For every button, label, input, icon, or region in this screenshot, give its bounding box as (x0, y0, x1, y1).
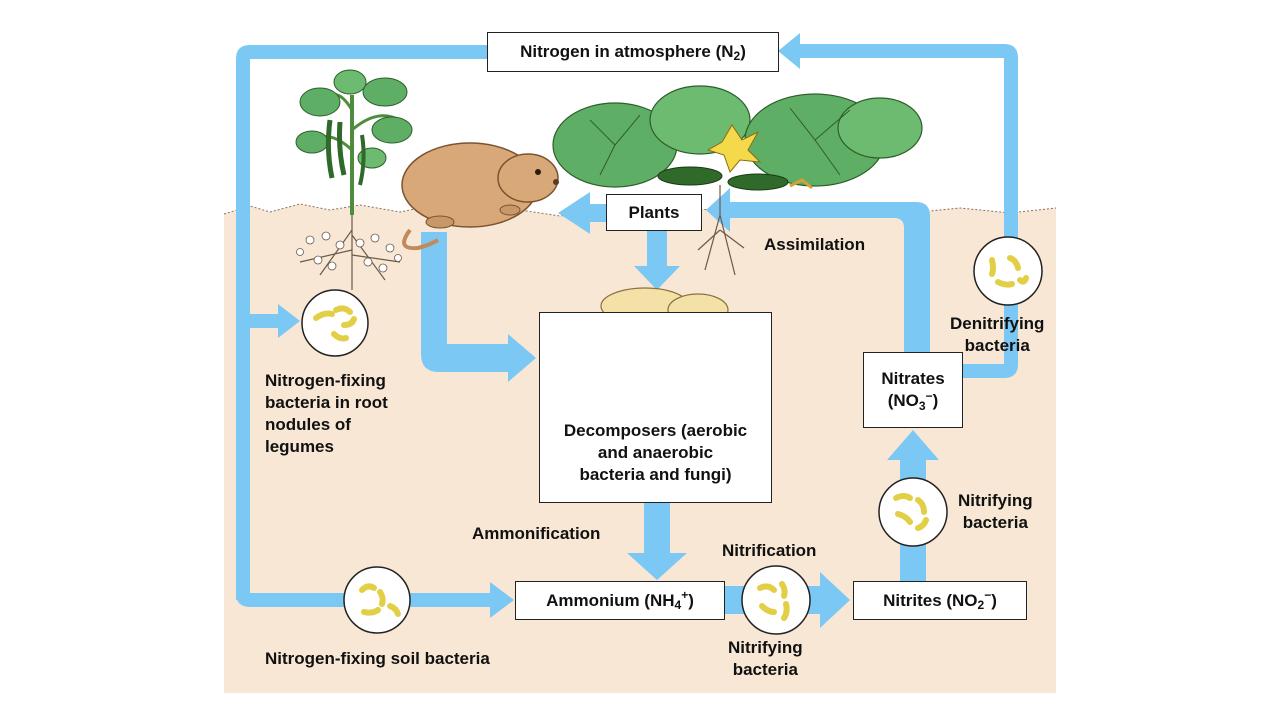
nitrites-sub: 2 (977, 597, 985, 612)
gopher-illustration (401, 142, 559, 251)
bacteria-circle-nitrifying-right (878, 477, 948, 547)
ammonium-main: Ammonium (NH (546, 590, 675, 610)
atmosphere-close: ) (740, 42, 746, 61)
label-nitrifying-bacteria-right: Nitrifying bacteria (958, 491, 1033, 532)
label-nitrogen-fixing-root-nodules: Nitrogen-fixing bacteria in root nodules… (265, 371, 388, 456)
bacteria-circle-denitrifying (973, 236, 1043, 306)
ammonium-sup: + (681, 587, 689, 602)
nitrates-main: (NO (887, 390, 919, 410)
bacteria-circle-nitrifying-bottom (741, 565, 811, 635)
label-nitrification: Nitrification (722, 541, 817, 560)
atmosphere-main: Nitrogen in atmosphere (N (520, 42, 734, 61)
bacteria-circle-soil (343, 566, 411, 634)
soil-surface-line (223, 203, 1057, 217)
nitrates-sup: − (925, 388, 933, 403)
box-nitrates: Nitrates (NO3−) (863, 352, 963, 428)
arrow-decomposers-to-ammonium (627, 503, 687, 580)
nitrites-main: Nitrites (NO (883, 590, 978, 610)
arrow-left-to-root-nodules (243, 304, 300, 338)
bacteria-circle-root-nodules (301, 289, 369, 357)
squash-plant-illustration (552, 85, 923, 276)
nitrates-formula: (NO3−) (887, 388, 939, 413)
arrow-assimilation (706, 188, 930, 352)
ammonium-close: ) (688, 590, 694, 610)
arrow-animal-to-decomposers (421, 232, 536, 382)
arrow-plants-to-decomposers (634, 230, 680, 290)
atmosphere-sub: 2 (733, 49, 741, 63)
decomposers-label: Decomposers (aerobic and anaerobic bacte… (563, 421, 748, 484)
nitrates-line1: Nitrates (881, 368, 945, 388)
label-nitrogen-fixing-soil-bacteria: Nitrogen-fixing soil bacteria (265, 649, 490, 668)
arrow-soil-bacteria-to-ammonium (410, 582, 514, 618)
label-ammonification: Ammonification (472, 524, 601, 543)
nitrites-sup: − (984, 587, 992, 602)
nitrites-close: ) (991, 590, 997, 610)
nitrates-close: ) (932, 390, 939, 410)
box-plants: Plants (606, 194, 702, 231)
label-denitrifying-bacteria: Denitrifying bacteria (950, 314, 1045, 355)
ammonium-sub: 4 (674, 597, 682, 612)
arrow-plants-to-animal (558, 192, 606, 234)
box-decomposers: Decomposers (aerobic and anaerobic bacte… (539, 312, 772, 503)
plants-label: Plants (628, 202, 680, 222)
legume-plant-illustration (295, 69, 413, 290)
nitrates-sub: 3 (918, 398, 926, 413)
label-nitrifying-bacteria-bottom: Nitrifying bacteria (728, 638, 803, 679)
label-assimilation: Assimilation (764, 235, 866, 254)
arrow-left-to-soil-bacteria (236, 593, 345, 607)
